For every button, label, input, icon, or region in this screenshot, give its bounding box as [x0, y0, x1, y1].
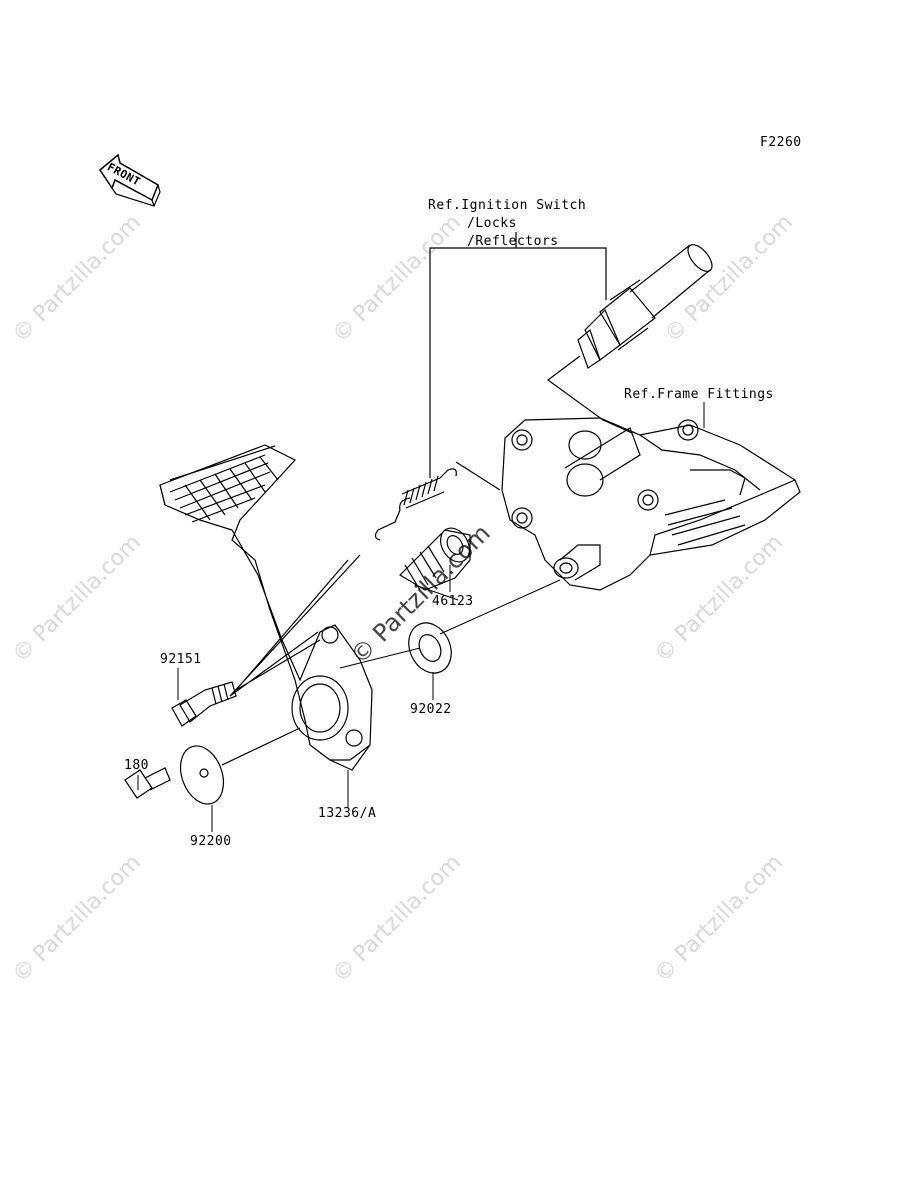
part-label-180[interactable]: 180: [124, 758, 149, 773]
brake-pedal: [159, 444, 373, 771]
front-arrow-icon: [99, 153, 161, 207]
part-label-46123[interactable]: 46123: [432, 594, 474, 609]
ignition-ref-bracket: [429, 232, 607, 478]
ref-ignition-line-1[interactable]: Ref.Ignition Switch: [428, 198, 587, 213]
return-spring: [374, 461, 501, 541]
bolt-92151: [171, 554, 361, 727]
part-label-92200[interactable]: 92200: [190, 834, 232, 849]
washer-92200: [179, 727, 301, 805]
part-label-92151[interactable]: 92151: [160, 652, 202, 667]
washer-92022: [408, 622, 452, 674]
frame-fitting-bracket: [501, 417, 801, 591]
ref-ignition-line-3[interactable]: /Reflectors: [467, 234, 559, 249]
ignition-switch-assembly: [577, 244, 713, 369]
label-leaders: [137, 402, 705, 832]
ref-frame-fittings[interactable]: Ref.Frame Fittings: [624, 387, 774, 402]
figure-code: F2260: [760, 135, 802, 150]
rubber-boot: [399, 527, 471, 591]
ignition-ref-leader: [546, 355, 633, 434]
part-label-92022[interactable]: 92022: [410, 702, 452, 717]
leader-lines: [339, 579, 561, 669]
ref-ignition-line-2[interactable]: /Locks: [467, 216, 517, 231]
bolt-180: [124, 767, 171, 799]
part-label-13236a[interactable]: 13236/A: [318, 806, 377, 821]
